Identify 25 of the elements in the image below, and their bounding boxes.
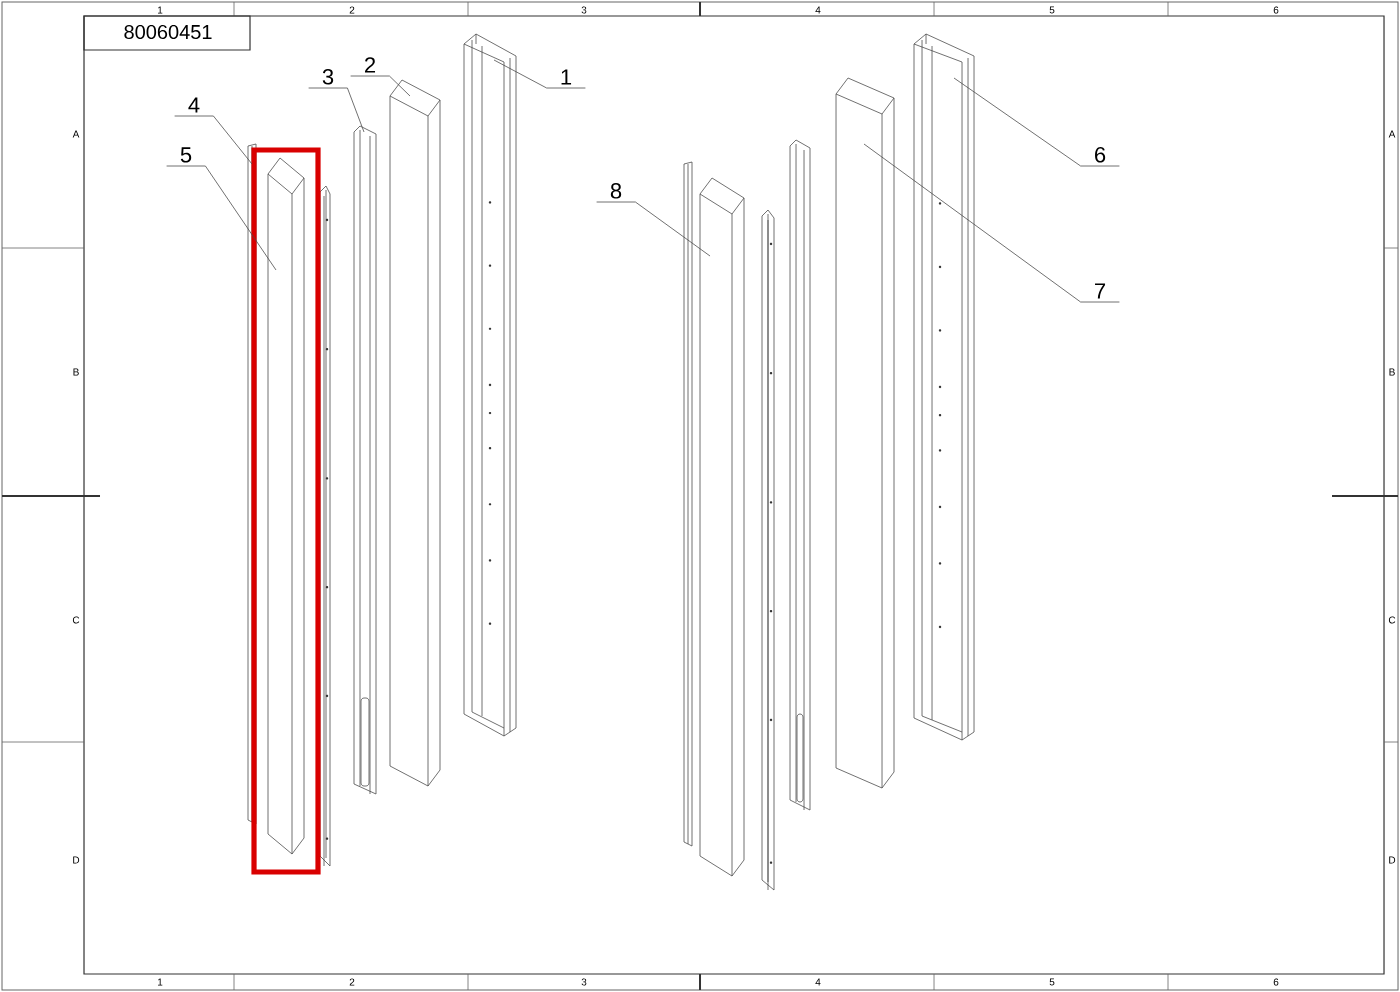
callout-number: 1 (561, 69, 572, 85)
callout-number: 7 (1095, 283, 1106, 299)
leader-line (308, 87, 365, 133)
strip-drawing (247, 143, 257, 825)
callout-number: 2 (365, 57, 376, 73)
panel-drawing (267, 157, 305, 855)
callout-number: 5 (180, 147, 192, 163)
leader-line (174, 115, 253, 165)
leader-line (863, 143, 1120, 303)
callout-number: 8 (610, 183, 622, 199)
leader-line (953, 77, 1120, 167)
callout-number: 4 (188, 97, 200, 113)
panel-drawing (389, 79, 441, 787)
title-block: 80060451 (83, 15, 251, 51)
callout-number: 6 (1095, 147, 1106, 163)
leader-line (166, 165, 277, 271)
rail-drawing (913, 33, 975, 741)
leader-line (493, 59, 586, 89)
panel-drawing (835, 77, 895, 789)
leader-line (596, 201, 711, 257)
callout-number: 3 (322, 69, 334, 85)
leader-line (350, 75, 411, 97)
rail-drawing (463, 33, 517, 737)
panel-drawing (683, 161, 745, 877)
strip-drawing (353, 125, 377, 795)
